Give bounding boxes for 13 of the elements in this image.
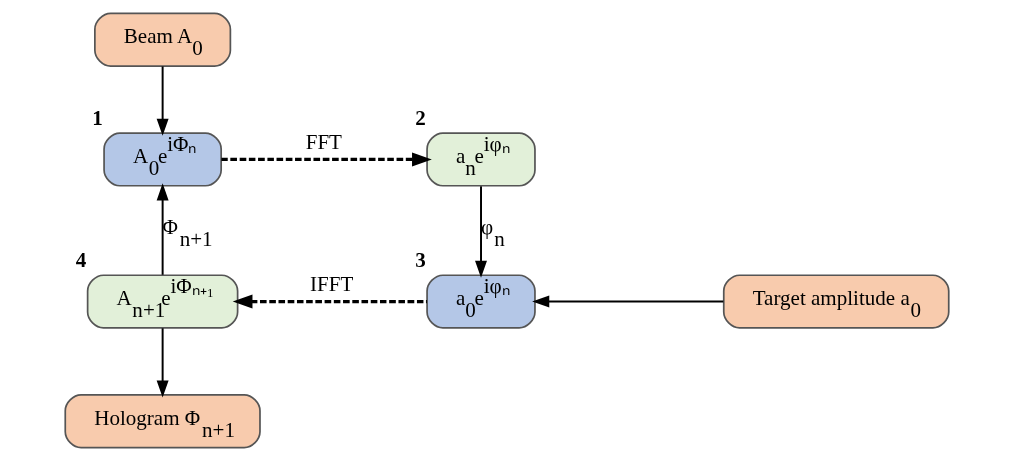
node-label: 1 (92, 105, 103, 130)
edge-label: IFFT (309, 271, 354, 296)
arrow (156, 65, 169, 136)
edge-label: FFT (305, 129, 342, 154)
arrow (532, 295, 725, 308)
arrow (156, 327, 169, 398)
arrow (232, 294, 427, 309)
node-label: 2 (415, 105, 426, 130)
arrow (221, 152, 432, 167)
arrow (156, 183, 169, 276)
arrow (475, 185, 487, 278)
node-label: 4 (75, 248, 87, 273)
node-label: 3 (415, 248, 426, 273)
